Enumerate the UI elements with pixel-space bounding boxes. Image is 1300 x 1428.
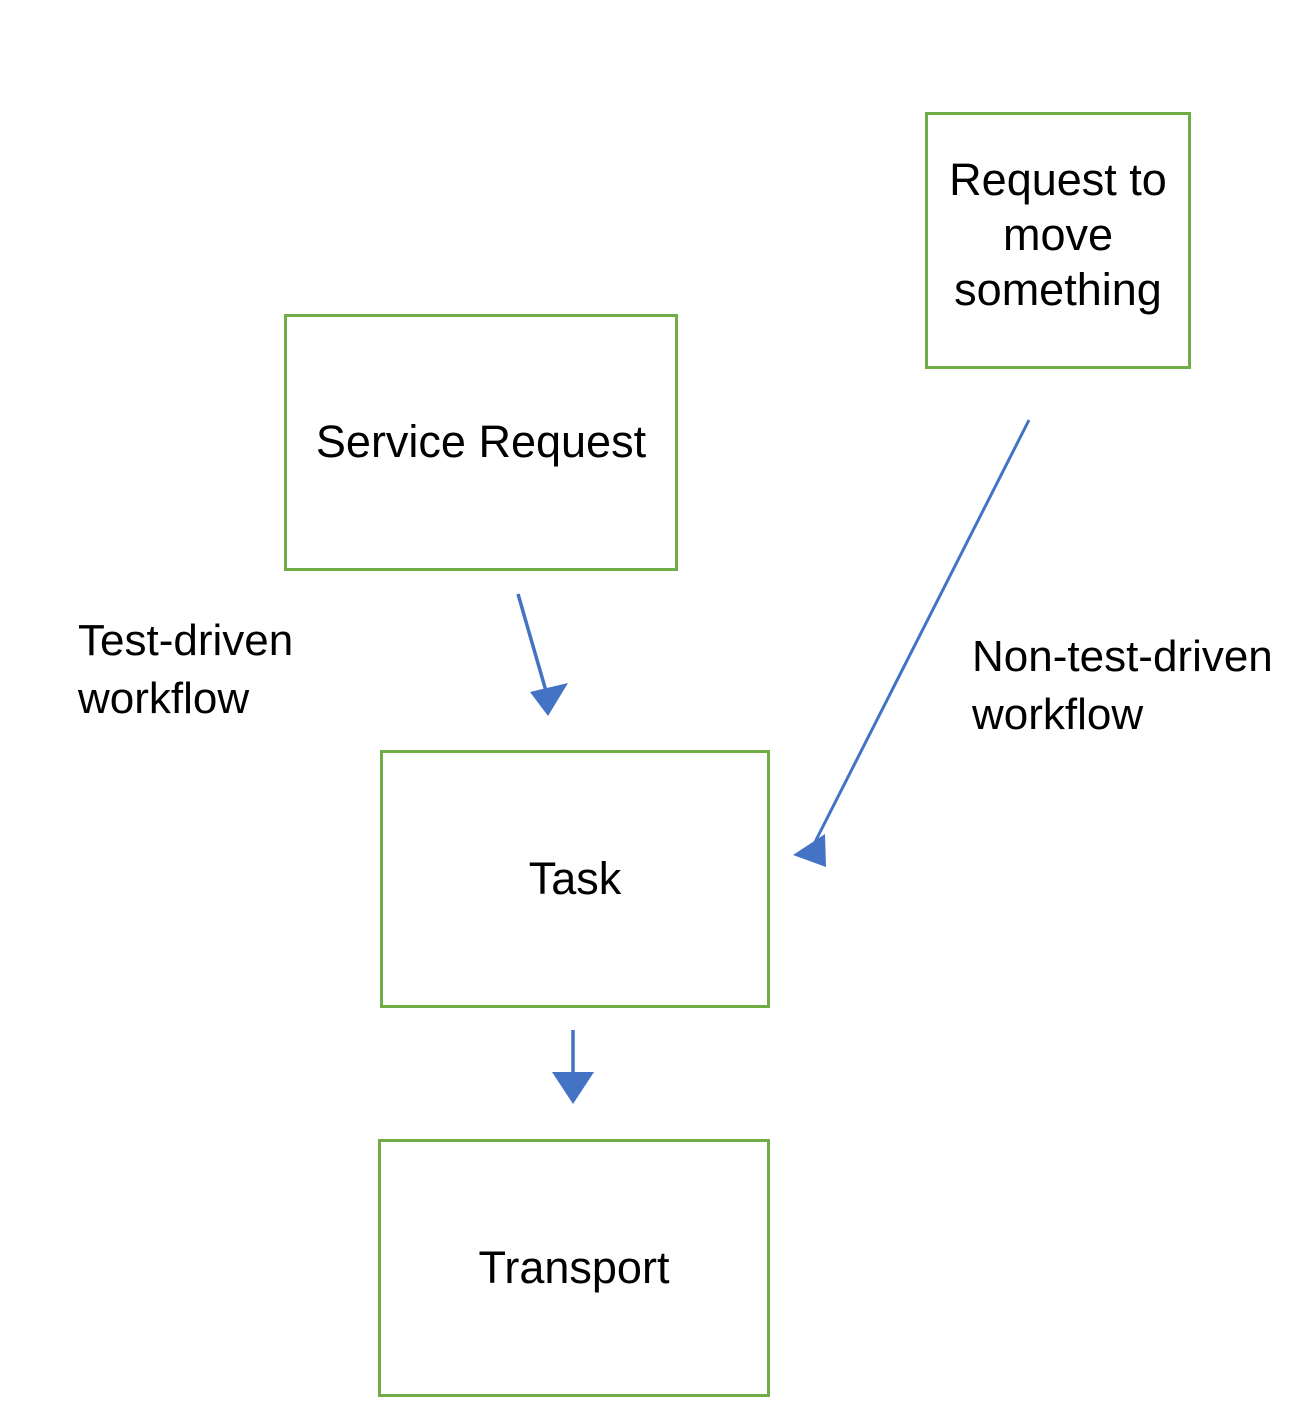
node-task[interactable]: Task bbox=[380, 750, 770, 1008]
node-request-to-move-something[interactable]: Request to move something bbox=[925, 112, 1191, 369]
node-label-task: Task bbox=[528, 852, 622, 904]
arrow-task-to-transport bbox=[552, 1030, 594, 1104]
node-label-transport: Transport bbox=[478, 1241, 670, 1293]
node-service-request[interactable]: Service Request bbox=[284, 314, 678, 571]
arrowhead-down-icon bbox=[530, 683, 568, 716]
node-transport[interactable]: Transport bbox=[378, 1139, 770, 1397]
arrow-service-request-to-task bbox=[516, 593, 568, 716]
node-label-service-request: Service Request bbox=[315, 416, 647, 468]
arrowhead-left-icon bbox=[793, 834, 826, 867]
node-label-request-to-move-something: Request to move something bbox=[949, 154, 1167, 315]
annotation-non-test-driven-workflow: Non-test-driven workflow bbox=[972, 632, 1273, 740]
annotation-test-driven-workflow: Test-driven workflow bbox=[78, 616, 294, 724]
arrowhead-down-icon bbox=[552, 1072, 594, 1104]
